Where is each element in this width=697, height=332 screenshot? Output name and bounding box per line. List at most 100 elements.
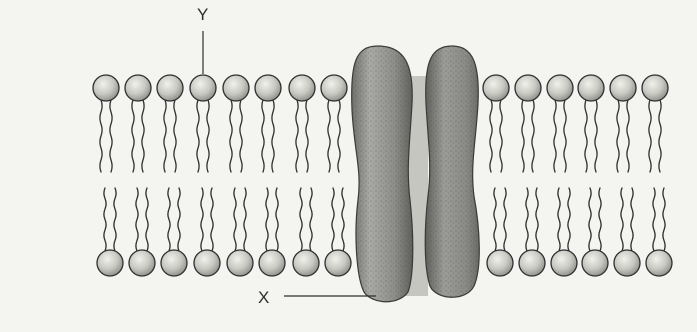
phosphate-head: [293, 250, 319, 276]
fatty-acid-tail: [627, 100, 629, 172]
phosphate-head: [129, 250, 155, 276]
fatty-acid-tail: [504, 188, 506, 251]
phospholipid: [293, 188, 319, 276]
fatty-acid-tail: [266, 188, 268, 251]
phospholipid: [190, 75, 216, 172]
phosphate-head: [125, 75, 151, 101]
phospholipid: [259, 188, 285, 276]
phospholipid: [125, 75, 151, 172]
phospholipid: [93, 75, 119, 172]
fatty-acid-tail: [244, 188, 246, 251]
fatty-acid-tail: [663, 188, 665, 251]
phosphate-head: [519, 250, 545, 276]
fatty-acid-tail: [104, 188, 106, 251]
phospholipid: [646, 188, 672, 276]
phospholipid: [642, 75, 668, 172]
fatty-acid-tail: [207, 100, 209, 172]
fatty-acid-tail: [132, 100, 134, 172]
phospholipid: [547, 75, 573, 172]
fatty-acid-tail: [490, 100, 492, 172]
fatty-acid-tail: [568, 188, 570, 251]
fatty-acid-tail: [136, 188, 138, 251]
phospholipid: [483, 75, 509, 172]
fatty-acid-tail: [100, 100, 102, 172]
phosphate-head: [255, 75, 281, 101]
fatty-acid-tail: [276, 188, 278, 251]
fatty-acid-tail: [338, 100, 340, 172]
phospholipid: [582, 188, 608, 276]
phosphate-head: [515, 75, 541, 101]
phospholipid: [194, 188, 220, 276]
phosphate-head: [614, 250, 640, 276]
fatty-acid-tail: [599, 188, 601, 251]
fatty-acid-tail: [211, 188, 213, 251]
fatty-acid-tail: [174, 100, 176, 172]
phospholipid: [255, 75, 281, 172]
fatty-acid-tail: [564, 100, 566, 172]
phospholipid: [487, 188, 513, 276]
fatty-acid-tail: [595, 100, 597, 172]
fatty-acid-tail: [659, 100, 661, 172]
fatty-acid-tail: [240, 100, 242, 172]
fatty-acid-tail: [328, 100, 330, 172]
fatty-acid-tail: [114, 188, 116, 251]
fatty-acid-tail: [234, 188, 236, 251]
phosphate-head: [259, 250, 285, 276]
phosphate-head: [321, 75, 347, 101]
phospholipid: [161, 188, 187, 276]
phosphate-head: [646, 250, 672, 276]
fatty-acid-tail: [631, 188, 633, 251]
phosphate-head: [610, 75, 636, 101]
fatty-acid-tail: [142, 100, 144, 172]
fatty-acid-tail: [310, 188, 312, 251]
label-y: Y: [197, 5, 208, 24]
fatty-acid-tail: [494, 188, 496, 251]
fatty-acid-tail: [532, 100, 534, 172]
phospholipid: [519, 188, 545, 276]
fatty-acid-tail: [300, 188, 302, 251]
fatty-acid-tail: [296, 100, 298, 172]
fatty-acid-tail: [110, 100, 112, 172]
phosphate-head: [227, 250, 253, 276]
fatty-acid-tail: [526, 188, 528, 251]
phosphate-head: [582, 250, 608, 276]
fatty-acid-tail: [554, 100, 556, 172]
fatty-acid-tail: [617, 100, 619, 172]
phospholipid: [97, 188, 123, 276]
phospholipid: [551, 188, 577, 276]
fatty-acid-tail: [589, 188, 591, 251]
phospholipid: [289, 75, 315, 172]
fatty-acid-tail: [164, 100, 166, 172]
fatty-acid-tail: [522, 100, 524, 172]
phospholipid: [157, 75, 183, 172]
phospholipid: [129, 188, 155, 276]
fatty-acid-tail: [500, 100, 502, 172]
phosphate-head: [190, 75, 216, 101]
phospholipid: [578, 75, 604, 172]
phosphate-head: [194, 250, 220, 276]
fatty-acid-tail: [332, 188, 334, 251]
phosphate-head: [551, 250, 577, 276]
phospholipid: [610, 75, 636, 172]
fatty-acid-tail: [262, 100, 264, 172]
fatty-acid-tail: [306, 100, 308, 172]
phosphate-head: [547, 75, 573, 101]
fatty-acid-tail: [342, 188, 344, 251]
fatty-acid-tail: [146, 188, 148, 251]
phospholipid: [325, 188, 351, 276]
phosphate-head: [223, 75, 249, 101]
phosphate-head: [93, 75, 119, 101]
phospholipid: [515, 75, 541, 172]
fatty-acid-tail: [653, 188, 655, 251]
phospholipid: [227, 188, 253, 276]
fatty-acid-tail: [201, 188, 203, 251]
phosphate-head: [487, 250, 513, 276]
fatty-acid-tail: [621, 188, 623, 251]
fatty-acid-tail: [230, 100, 232, 172]
phosphate-head: [483, 75, 509, 101]
phosphate-head: [289, 75, 315, 101]
fatty-acid-tail: [178, 188, 180, 251]
label-x: X: [258, 288, 269, 307]
